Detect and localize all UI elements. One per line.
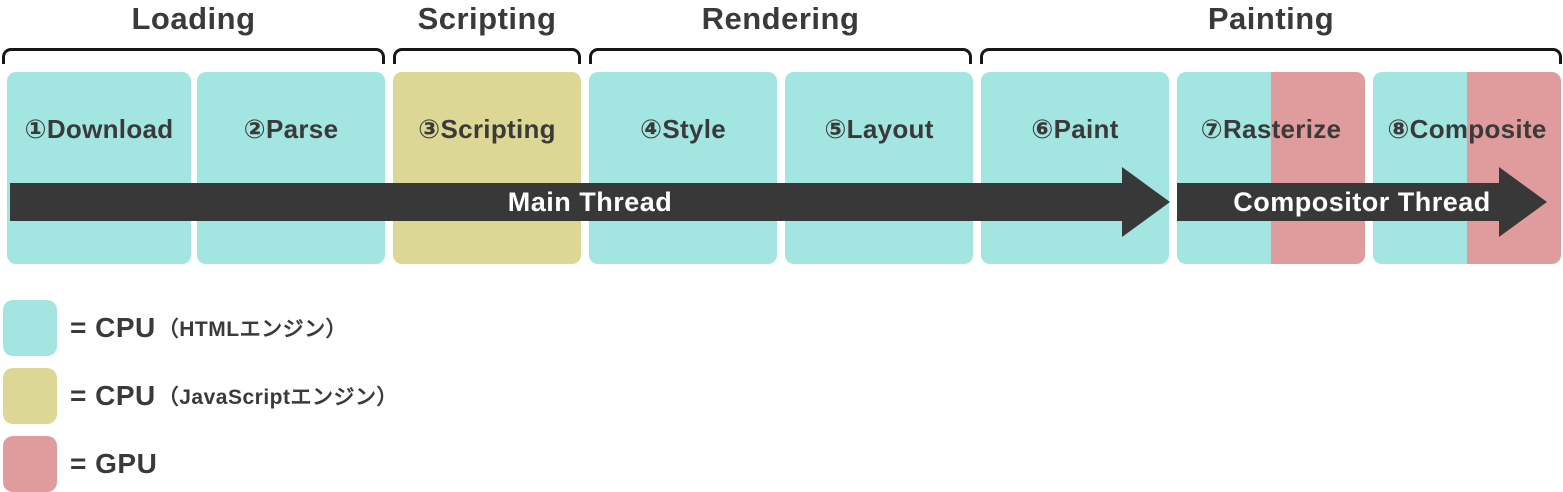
stage-label-parse: ②Parse <box>243 114 339 144</box>
stage-label-paint: ⑥Paint <box>1031 114 1119 144</box>
group-bracket-loading <box>2 48 385 64</box>
group-label-painting: Painting <box>1207 1 1335 36</box>
legend-note-cpu-html: （HTMLエンジン） <box>157 318 348 341</box>
legend-label-gpu: = GPU <box>70 448 158 479</box>
group-label-scripting: Scripting <box>417 1 557 36</box>
legend-swatch-cpu-html <box>3 300 57 356</box>
stage-label-download: ①Download <box>24 114 174 144</box>
main-thread-label: Main Thread <box>507 186 673 217</box>
legend-swatch-cpu-js <box>3 368 57 424</box>
compositor-thread-arrow: Compositor Thread <box>1177 167 1547 237</box>
stage-label-composite: ⑧Composite <box>1387 114 1547 144</box>
group-bracket-rendering <box>589 48 972 64</box>
legend-swatch-gpu <box>3 436 57 492</box>
stage-block-download: ①Download <box>7 72 191 264</box>
main-thread-arrowhead-icon <box>1122 167 1170 237</box>
group-bracket-scripting <box>393 48 581 64</box>
main-thread-arrow-band <box>10 183 1123 221</box>
compositor-thread-label: Compositor Thread <box>1233 186 1491 217</box>
stage-label-style: ④Style <box>640 114 726 144</box>
stage-label-scripting: ③Scripting <box>418 114 556 144</box>
stage-block-scripting: ③Scripting <box>393 72 581 264</box>
compositor-thread-arrow-band <box>1177 183 1500 221</box>
legend-item-cpu-js: = CPU （JavaScriptエンジン） <box>3 368 398 424</box>
stage-block-parse: ②Parse <box>197 72 385 264</box>
stage-label-layout: ⑤Layout <box>824 114 934 144</box>
group-label-rendering: Rendering <box>701 1 860 36</box>
legend-note-cpu-js: （JavaScriptエンジン） <box>157 386 398 409</box>
stage-block-layout: ⑤Layout <box>785 72 973 264</box>
compositor-thread-arrowhead-icon <box>1499 167 1547 237</box>
legend-item-gpu: = GPU <box>3 436 159 492</box>
group-bracket-painting <box>980 48 1562 64</box>
legend-label-cpu-html: = CPU <box>70 312 156 343</box>
stage-block-rasterize: ⑦Rasterize <box>1177 72 1365 264</box>
main-thread-arrow: Main Thread <box>10 167 1170 237</box>
group-label-loading: Loading <box>131 1 256 36</box>
legend-item-cpu-html: = CPU （HTMLエンジン） <box>3 300 347 356</box>
stage-block-style: ④Style <box>589 72 777 264</box>
stage-label-rasterize: ⑦Rasterize <box>1200 114 1342 144</box>
legend-label-cpu-js: = CPU <box>70 380 156 411</box>
